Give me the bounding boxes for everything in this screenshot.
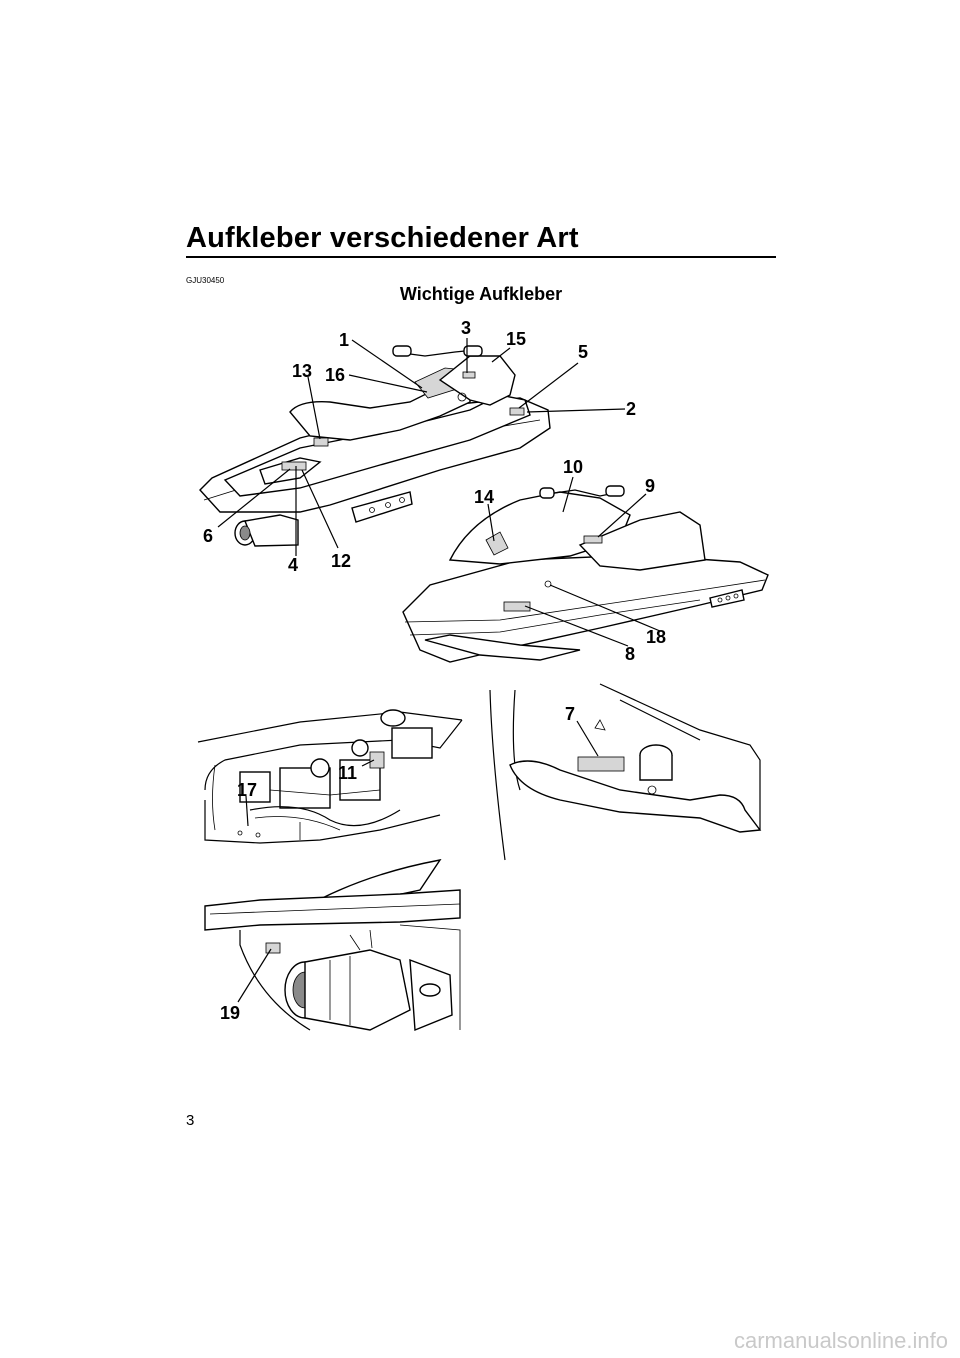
callout-19: 19	[220, 1003, 240, 1023]
callout-9: 9	[645, 476, 655, 496]
callout-11: 11	[338, 763, 357, 783]
callout-7: 7	[565, 704, 575, 724]
callout-16: 16	[325, 365, 345, 385]
callout-13: 13	[292, 361, 312, 381]
callout-3: 3	[461, 318, 471, 338]
callout-6: 6	[203, 526, 213, 546]
callout-1: 1	[339, 330, 349, 350]
callout-18: 18	[646, 627, 666, 647]
callout-15: 15	[506, 329, 526, 349]
storage-compartment-view	[489, 683, 762, 861]
callout-leader-lines	[217, 338, 661, 1003]
engine-compartment-view	[197, 709, 463, 844]
callout-8: 8	[625, 644, 635, 664]
watermark: carmanualsonline.info	[733, 1328, 948, 1353]
callout-17: 17	[237, 780, 257, 800]
callout-14: 14	[474, 487, 494, 507]
jet-pump-view	[204, 859, 461, 1032]
callout-10: 10	[563, 457, 583, 477]
page-title: Aufkleber verschiedener Art	[186, 222, 579, 254]
callout-4: 4	[288, 555, 298, 575]
section-heading: Wichtige Aufkleber	[399, 284, 563, 304]
callout-12: 12	[331, 551, 351, 571]
watercraft-rear-view	[199, 345, 551, 547]
page-number: 3	[186, 1112, 195, 1129]
title-rule	[186, 256, 776, 258]
callout-2: 2	[626, 399, 636, 419]
watercraft-front-view	[402, 485, 769, 663]
callout-numbers: 1 2 3 4 5 6 7 8 9 10 11 12 13 14 15 16 1…	[203, 318, 666, 1023]
callout-5: 5	[578, 342, 588, 362]
section-code: GJU30450	[186, 276, 225, 285]
